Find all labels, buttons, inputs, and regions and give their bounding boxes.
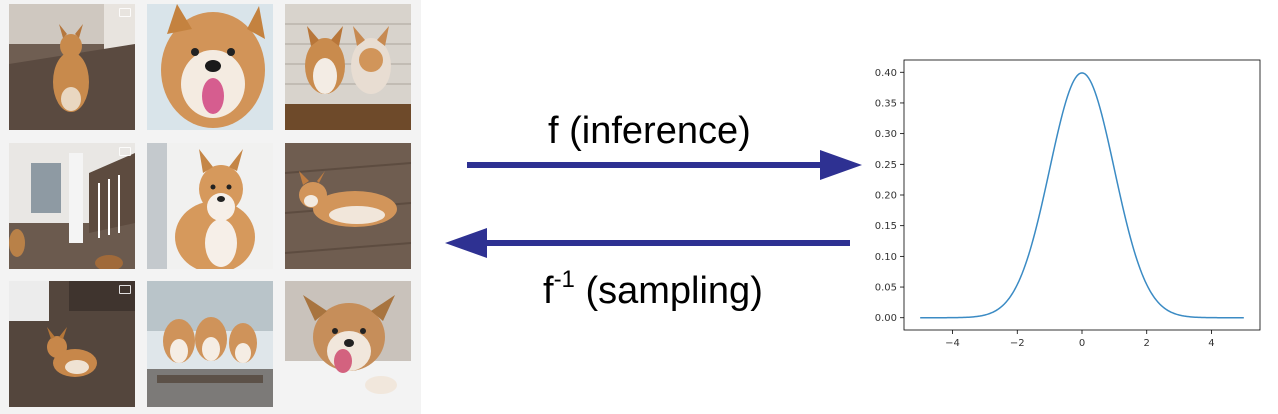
corgi-photo-8 — [147, 281, 273, 407]
corgi-photo-5 — [147, 143, 273, 269]
y-tick-label: 0.25 — [875, 160, 897, 171]
inverse-label: f-1 (sampling) — [543, 266, 763, 313]
inverse-text: (sampling) — [574, 270, 763, 312]
video-badge-icon — [119, 285, 131, 294]
y-tick-label: 0.10 — [875, 252, 897, 263]
forward-arrow — [467, 150, 862, 180]
forward-arrow-head — [820, 150, 862, 180]
y-axis-ticks: 0.00 0.05 0.10 0.15 0.20 0.25 0.30 0.35 0.40 — [875, 68, 904, 324]
x-tick-label: 0 — [1079, 338, 1085, 349]
y-tick-label: 0.30 — [875, 129, 897, 140]
y-tick-label: 0.05 — [875, 283, 897, 294]
corgi-photo-3 — [285, 4, 411, 130]
inverse-f-symbol: f — [543, 270, 554, 312]
y-tick-label: 0.20 — [875, 191, 897, 202]
series-line — [920, 72, 1244, 319]
corgi-photo-7 — [9, 281, 135, 407]
gaussian-plot: 0.000.050.100.150.200.250.300.350.40 −4−… — [875, 59, 1261, 349]
corgi-photo-4 — [9, 143, 135, 269]
y-tick-label: 0.15 — [875, 221, 897, 232]
inverse-superscript: -1 — [553, 266, 575, 293]
y-tick-label: 0.00 — [875, 313, 897, 324]
x-tick-label: 2 — [1144, 338, 1150, 349]
x-tick-label: 4 — [1208, 338, 1214, 349]
y-tick-label: 0.35 — [875, 98, 897, 109]
forward-label: f (inference) — [548, 110, 751, 153]
arrows — [445, 150, 862, 258]
inverse-arrow — [445, 228, 850, 258]
x-axis-ticks: −4 −2 0 2 4 — [945, 330, 1215, 349]
y-tick-label: 0.40 — [875, 68, 897, 79]
corgi-photo-6 — [285, 143, 411, 269]
x-tick-label: −2 — [1010, 338, 1025, 349]
corgi-photo-grid — [0, 0, 421, 414]
forward-f-symbol: f — [548, 110, 559, 152]
corgi-photo-1 — [9, 4, 135, 130]
inverse-arrow-head — [445, 228, 487, 258]
corgi-photo-2 — [147, 4, 273, 130]
x-tick-label: −4 — [945, 338, 960, 349]
video-badge-icon — [119, 8, 131, 17]
corgi-photo-9 — [285, 281, 411, 407]
plot-frame — [903, 59, 1261, 331]
video-badge-icon — [119, 147, 131, 156]
forward-text: (inference) — [558, 110, 751, 152]
